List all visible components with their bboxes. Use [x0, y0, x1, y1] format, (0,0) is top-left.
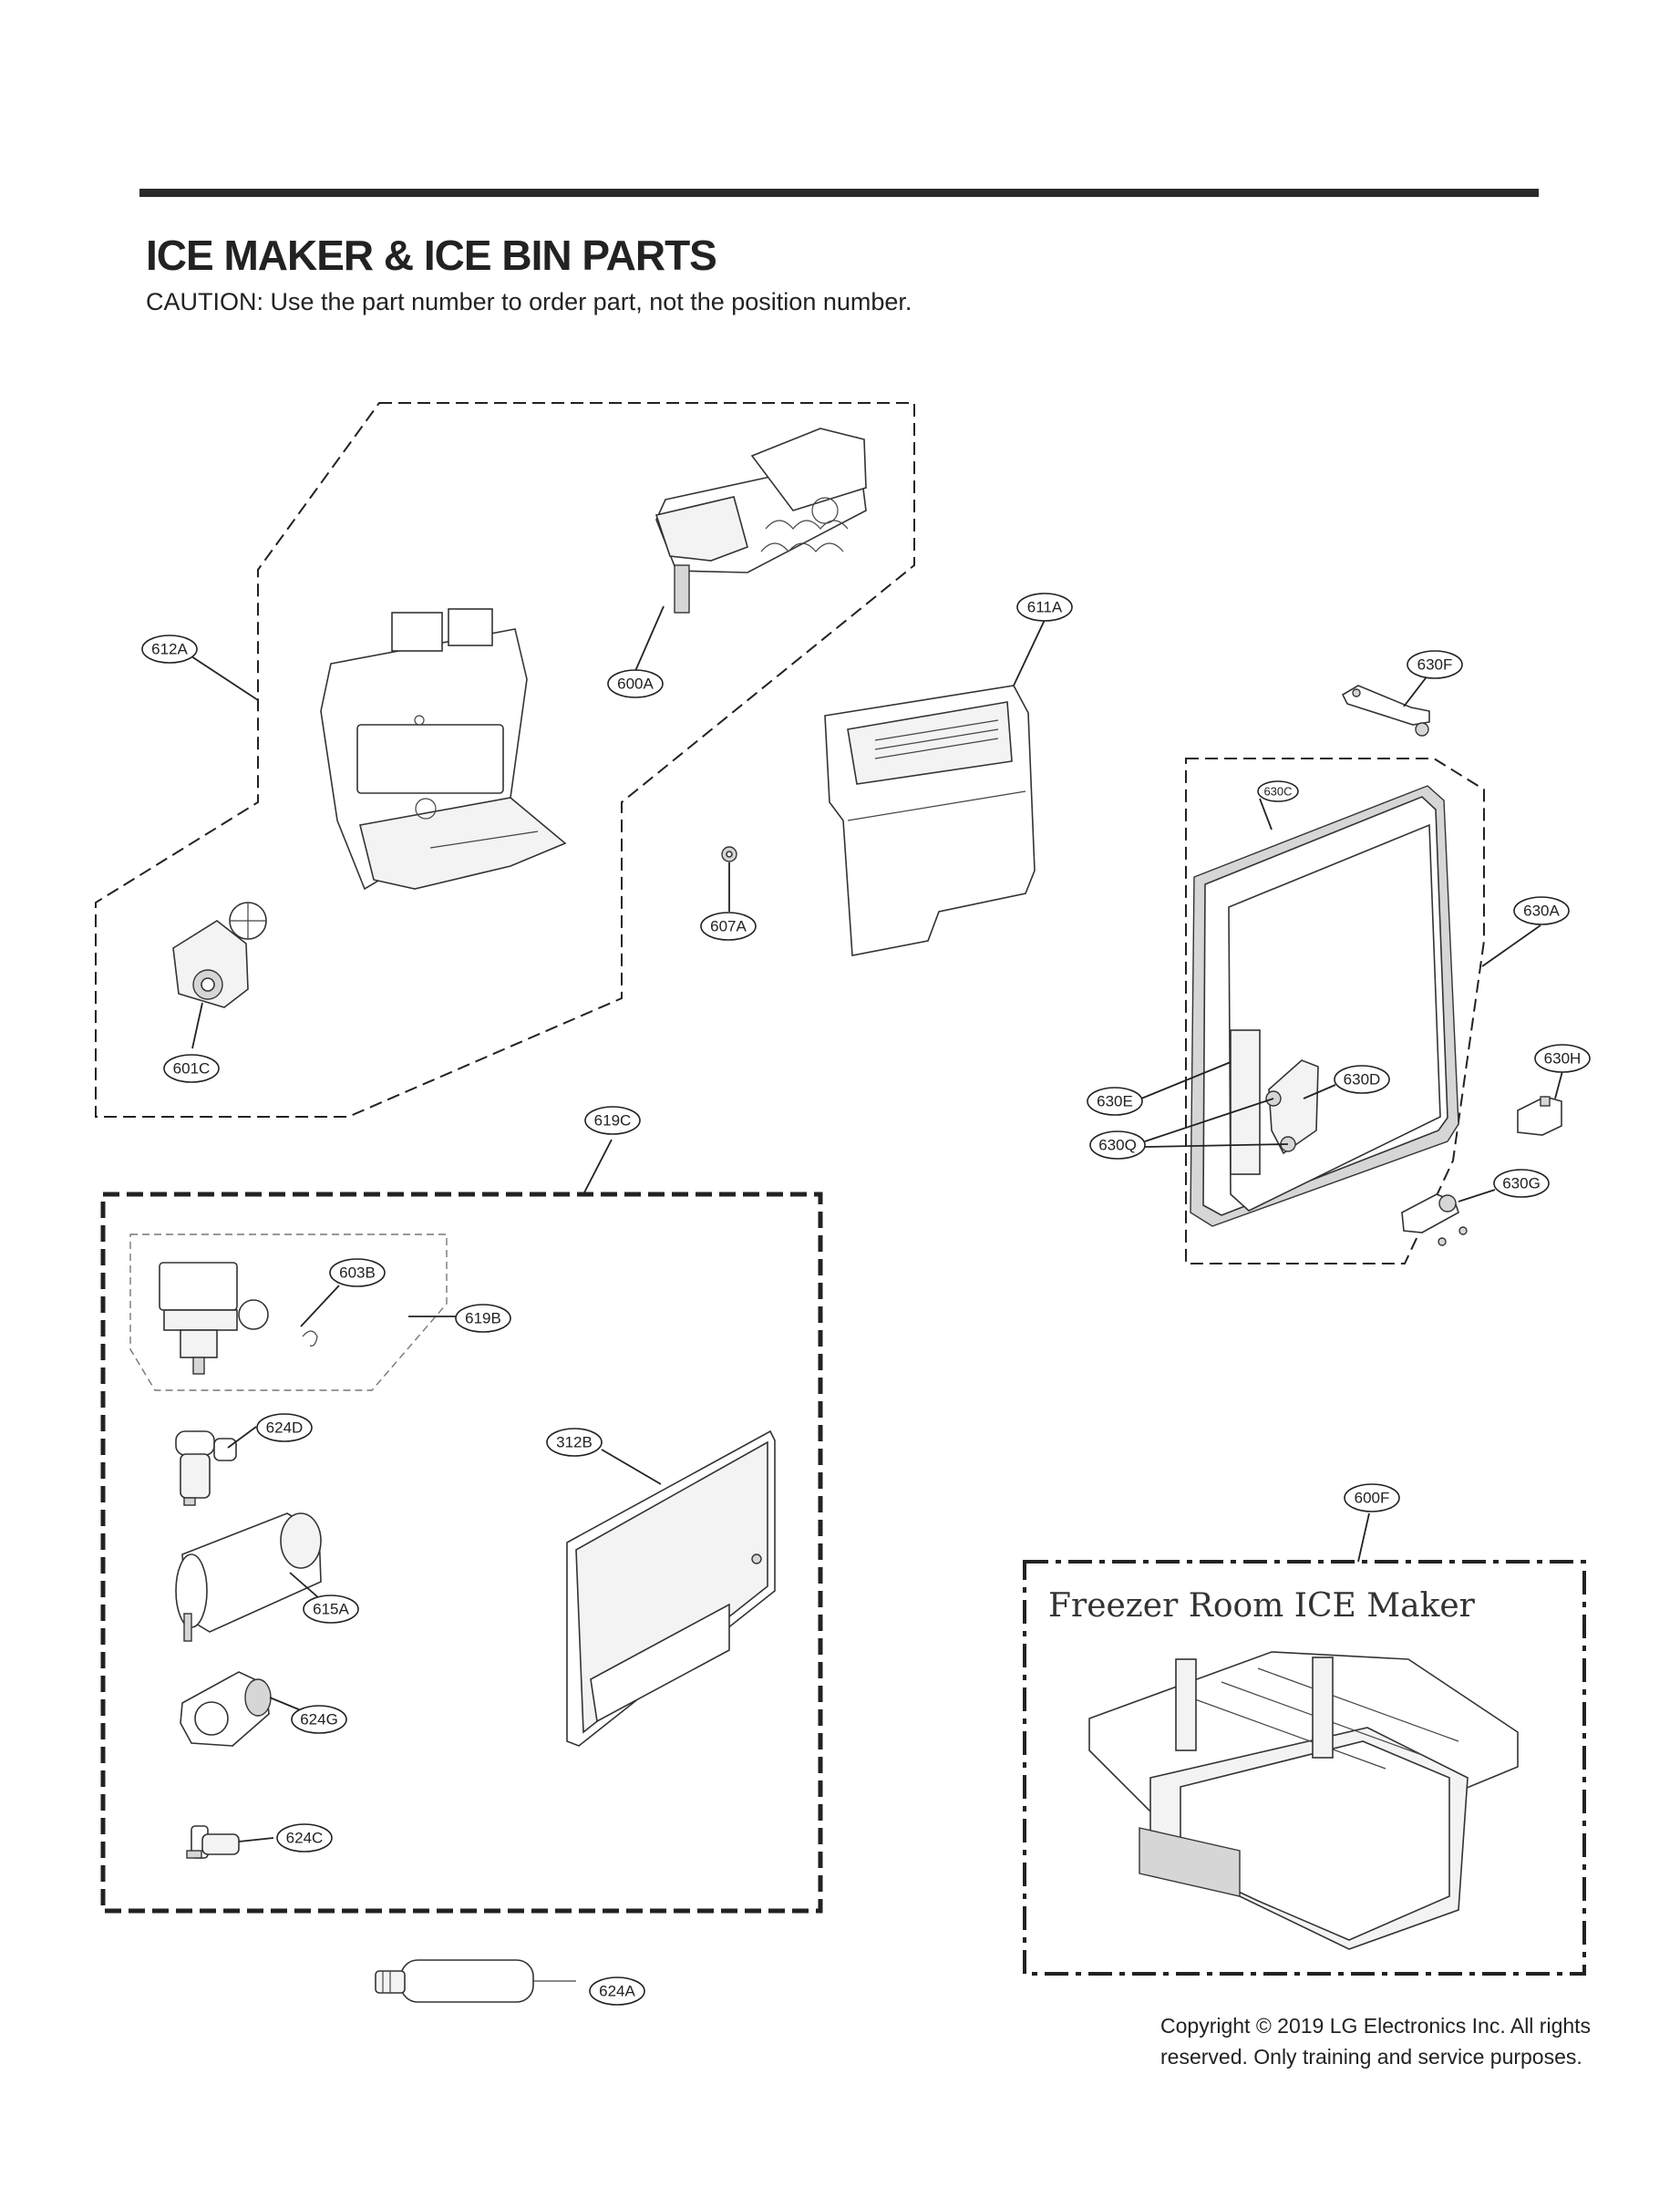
copyright-line-1: Copyright © 2019 LG Electronics Inc. All…	[1160, 2014, 1592, 2038]
callout-630d: 630D	[1334, 1065, 1390, 1094]
svg-text:624D: 624D	[266, 1419, 304, 1436]
screw-607a	[721, 846, 737, 862]
svg-text:624C: 624C	[286, 1829, 324, 1846]
svg-text:312B: 312B	[556, 1433, 593, 1450]
door-assembly-boundary	[1185, 758, 1485, 1264]
water-valve-603b	[159, 1262, 318, 1375]
callout-600a: 600A	[607, 669, 664, 698]
ice-maker-motor-601c	[172, 902, 267, 1008]
callout-612a: 612A	[141, 635, 198, 664]
callout-624d: 624D	[256, 1413, 313, 1442]
svg-text:630H: 630H	[1544, 1049, 1582, 1067]
svg-text:630C: 630C	[1263, 784, 1292, 798]
svg-text:630Q: 630Q	[1098, 1136, 1137, 1153]
ice-bin-door-630a	[1190, 785, 1459, 1227]
callout-603b: 603B	[329, 1258, 386, 1287]
callout-312b: 312B	[546, 1428, 603, 1457]
page-title: ICE MAKER & ICE BIN PARTS	[146, 232, 717, 279]
svg-text:611A: 611A	[1027, 598, 1063, 615]
callout-630a: 630A	[1513, 896, 1570, 925]
svg-text:630G: 630G	[1502, 1174, 1541, 1192]
callout-630h: 630H	[1534, 1044, 1591, 1073]
ice-bin-cover-611a	[824, 685, 1036, 956]
svg-text:615A: 615A	[313, 1600, 349, 1617]
ice-maker-unit-600a	[654, 428, 867, 614]
svg-text:619B: 619B	[465, 1309, 501, 1326]
leader-lines	[191, 605, 1563, 1842]
callout-624a: 624A	[589, 1976, 645, 2006]
callout-630e: 630E	[1087, 1087, 1143, 1116]
svg-text:630A: 630A	[1523, 902, 1560, 919]
svg-text:600A: 600A	[617, 675, 654, 692]
callout-624c: 624C	[276, 1823, 333, 1853]
svg-text:601C: 601C	[173, 1059, 211, 1077]
copyright-line-2: reserved. Only training and service purp…	[1160, 2045, 1582, 2069]
svg-text:603B: 603B	[339, 1264, 376, 1281]
svg-text:624G: 624G	[300, 1710, 338, 1728]
copyright-notice: Copyright © 2019 LG Electronics Inc. All…	[1160, 2010, 1634, 2072]
freezer-box-label: Freezer Room ICE Maker	[1048, 1587, 1476, 1625]
svg-text:630F: 630F	[1417, 655, 1453, 673]
valve-subassembly-boundary	[129, 1233, 448, 1391]
ice-maker-bracket-612a	[320, 608, 567, 891]
connector-624c	[186, 1825, 240, 1859]
header-rule	[139, 189, 1539, 197]
freezer-ice-maker-600f	[1088, 1651, 1519, 1950]
svg-text:630E: 630E	[1097, 1092, 1133, 1109]
svg-text:600F: 600F	[1355, 1489, 1390, 1506]
callout-615a: 615A	[303, 1595, 359, 1624]
callout-600f: 600F	[1344, 1483, 1400, 1512]
handle-630h	[1517, 1096, 1562, 1136]
inline-filter-624a	[375, 1959, 576, 2003]
callout-630g: 630G	[1493, 1169, 1550, 1198]
callout-624g: 624G	[291, 1705, 347, 1734]
upper-hinge-630f	[1341, 685, 1430, 737]
callout-630c: 630C	[1257, 780, 1299, 802]
freezer-ice-maker-box	[1023, 1560, 1586, 1976]
callout-607a: 607A	[700, 912, 757, 941]
lower-hinge-630g	[1401, 1193, 1468, 1246]
callout-630f: 630F	[1407, 650, 1463, 679]
valve-assembly-boundary	[100, 1192, 823, 1914]
svg-text:624A: 624A	[599, 1982, 635, 1999]
svg-text:612A: 612A	[151, 640, 188, 657]
svg-text:607A: 607A	[710, 917, 747, 934]
callout-619b: 619B	[455, 1304, 511, 1333]
callout-601c: 601C	[163, 1054, 220, 1083]
ice-maker-assembly-boundary	[95, 402, 915, 1118]
svg-text:630D: 630D	[1344, 1070, 1381, 1088]
fitting-624d	[175, 1430, 237, 1506]
callout-611a: 611A	[1016, 593, 1073, 622]
water-filter-615a	[175, 1512, 322, 1642]
dispenser-door-312b	[566, 1429, 776, 1747]
svg-text:619C: 619C	[594, 1111, 632, 1129]
callout-630q: 630Q	[1089, 1130, 1146, 1160]
callout-619c: 619C	[584, 1106, 641, 1135]
caution-note: CAUTION: Use the part number to order pa…	[146, 288, 912, 315]
fitting-624g	[180, 1671, 272, 1747]
